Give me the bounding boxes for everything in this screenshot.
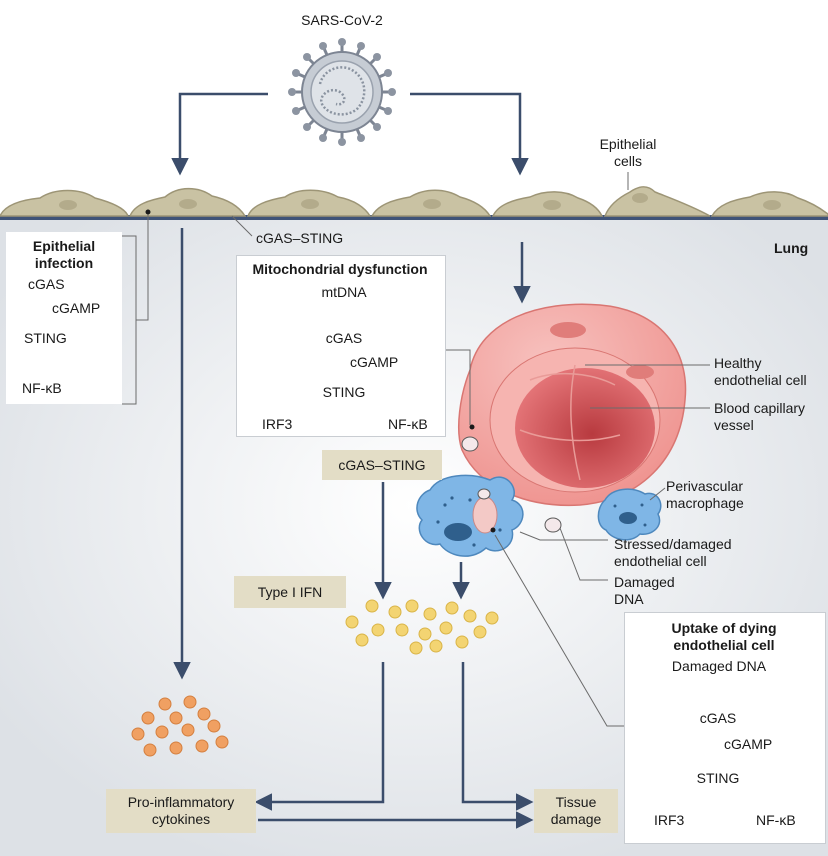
mito-cgamp: cGAMP xyxy=(350,354,399,370)
stressed-endothelial-label: Stressed/damaged endothelial cell xyxy=(614,536,732,569)
uptake-sting: STING xyxy=(696,770,740,786)
lung-label: Lung xyxy=(774,240,809,256)
healthy-endothelial-label: Healthy endothelial cell xyxy=(714,355,807,388)
mito-sting: STING xyxy=(322,384,366,400)
uptake-damaged-dna: Damaged DNA xyxy=(671,658,767,674)
epithelial-layer xyxy=(0,186,828,217)
uptake-cgamp: cGAMP xyxy=(724,736,773,752)
mtdna-icon xyxy=(461,436,562,533)
ifn-to-cytokines-arrow xyxy=(254,662,385,811)
virus-right-arrow xyxy=(410,92,529,176)
epithelial-sting: STING xyxy=(24,330,67,346)
uptake-nfkb: NF-κB xyxy=(756,812,796,828)
cgas-sting-label: cGAS–STING xyxy=(256,230,344,246)
type1-ifn-tag: Type I IFN xyxy=(234,576,346,608)
epithelial-cells-label: Epithelial cells xyxy=(599,136,657,169)
perivascular-macrophage xyxy=(597,488,662,541)
tissue-damage-tag: Tissue damage xyxy=(534,789,618,833)
uptake-box xyxy=(624,612,826,844)
uptake-irf3: IRF3 xyxy=(654,812,685,828)
perivascular-macrophage-label: Perivascular macrophage xyxy=(666,478,744,511)
virus-icon xyxy=(288,38,396,146)
type1-ifn-particles xyxy=(345,599,499,655)
blood-capillary-vessel xyxy=(458,303,687,507)
mito-cgas: cGAS xyxy=(325,330,363,346)
blood-capillary-label: Blood capillary vessel xyxy=(714,400,806,433)
virus-label: SARS-CoV-2 xyxy=(301,12,383,28)
mito-nfkb: NF-κB xyxy=(388,416,428,432)
epithelial-infection-box xyxy=(6,232,122,404)
epithelial-nfkb: NF-κB xyxy=(22,380,62,396)
mito-title: Mitochondrial dysfunction xyxy=(252,261,428,277)
pro-inflammatory-cytokines-tag: Pro-inflammatory cytokines xyxy=(106,789,256,833)
cytokine-particles xyxy=(131,695,229,757)
epithelial-infection-title: Epithelial infection xyxy=(32,238,96,271)
uptake-cgas: cGAS xyxy=(699,710,737,726)
basement-membrane xyxy=(0,215,828,220)
mitochondrial-dysfunction-box xyxy=(236,255,446,437)
cgas-sting-tag: cGAS–STING xyxy=(322,450,442,480)
epithelial-cgas: cGAS xyxy=(28,276,65,292)
macrophage-uptake xyxy=(416,474,524,557)
mito-irf3: IRF3 xyxy=(262,416,293,432)
damaged-dna-label: Damaged DNA xyxy=(614,574,675,607)
uptake-title: Uptake of dying endothelial cell xyxy=(671,620,777,653)
epithelial-cgamp: cGAMP xyxy=(52,300,101,316)
ifn-to-tissue-arrow xyxy=(461,662,534,811)
virus-left-arrow xyxy=(171,92,268,176)
mito-mtdna: mtDNA xyxy=(321,284,367,300)
